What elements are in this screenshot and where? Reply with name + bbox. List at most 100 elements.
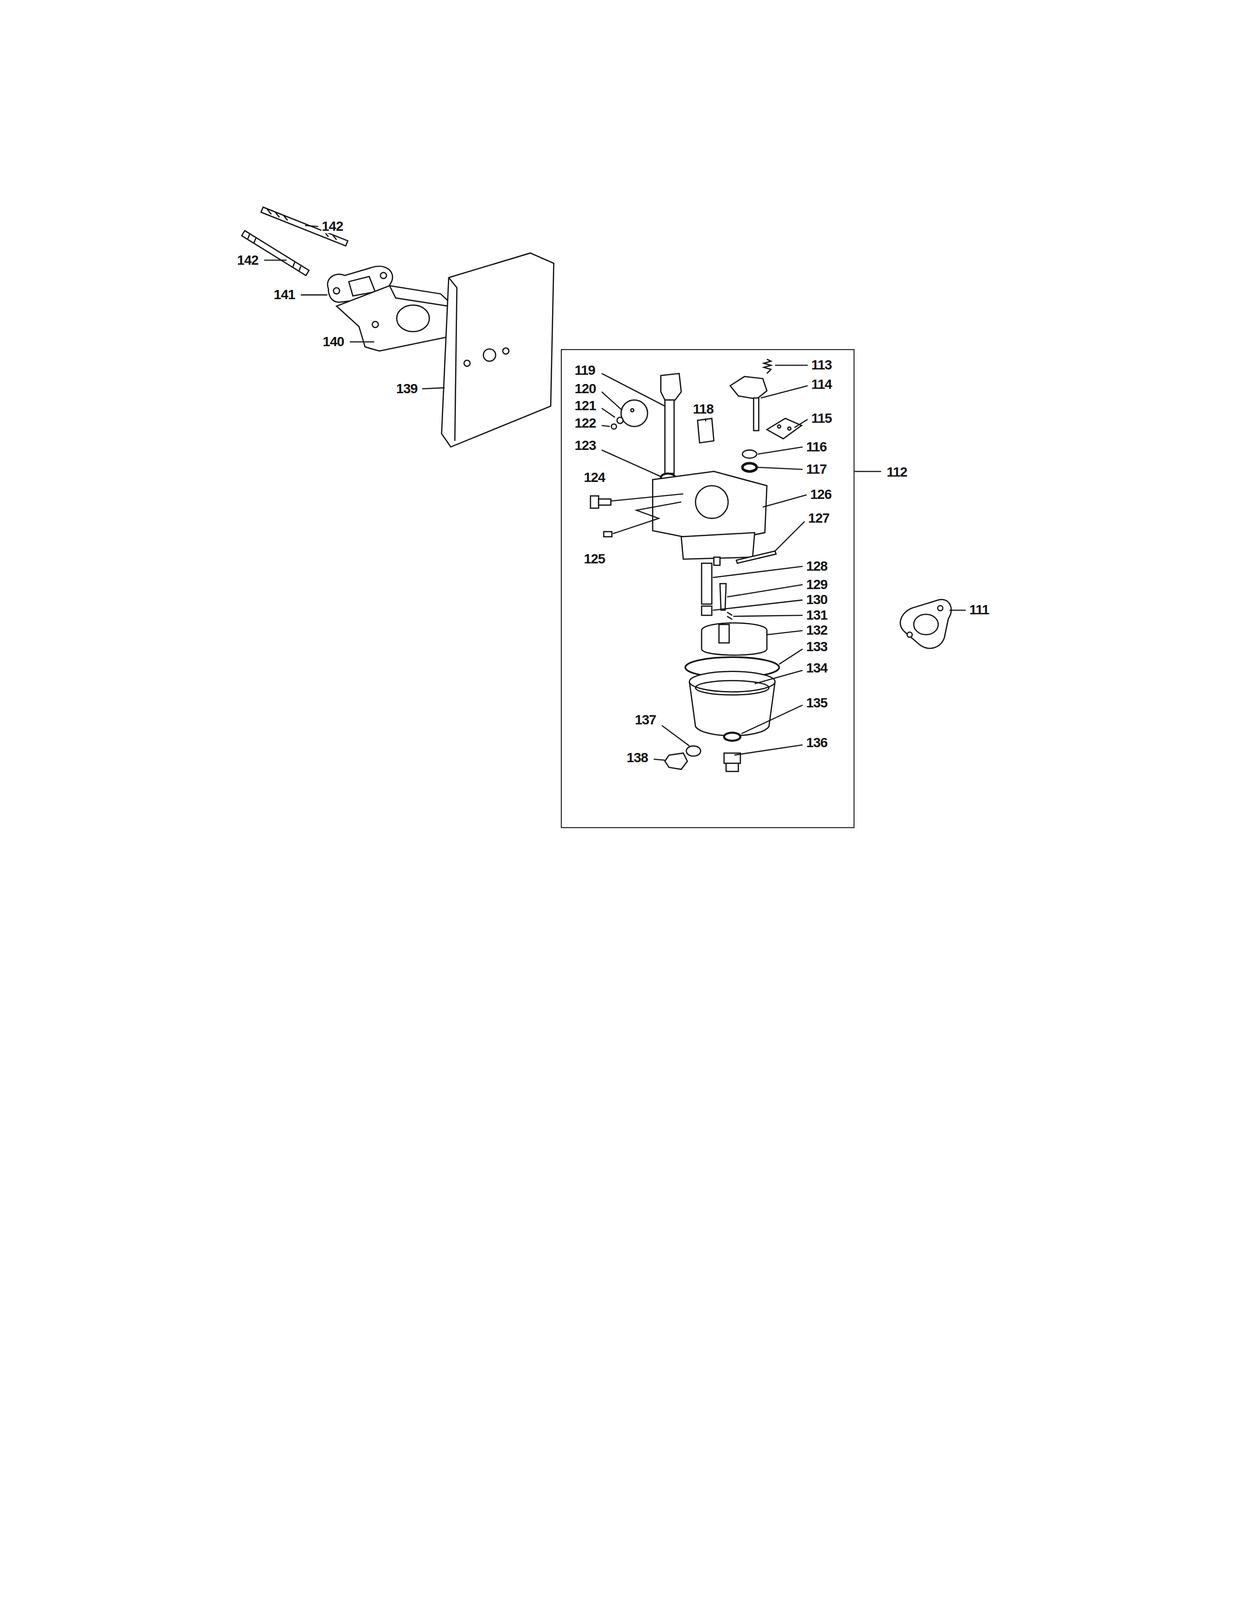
washer xyxy=(724,732,741,741)
screw-hole xyxy=(787,427,791,430)
callout-number: 130 xyxy=(805,592,828,607)
jet xyxy=(701,605,713,616)
callout-number: 140 xyxy=(322,334,345,349)
part-outline xyxy=(713,566,803,578)
callout-label: 125 xyxy=(583,552,606,566)
part-outline xyxy=(757,446,803,455)
callout-label: 130 xyxy=(805,592,828,607)
callout-label: 140 xyxy=(322,334,345,349)
part-outline xyxy=(612,501,682,534)
choke-shaft xyxy=(665,399,675,474)
callout-number: 113 xyxy=(810,358,833,372)
callout-number: 114 xyxy=(810,377,833,392)
part-outline xyxy=(766,630,803,635)
part-outline xyxy=(653,759,666,761)
gasket-opening xyxy=(913,614,938,635)
callout-number: 132 xyxy=(805,623,828,637)
part-outline xyxy=(601,408,615,418)
callout-number: 121 xyxy=(574,398,597,413)
callout-number: 119 xyxy=(574,363,596,378)
part-outline xyxy=(734,744,803,755)
bolt-shaft xyxy=(726,762,739,772)
callout-label: 121 xyxy=(574,398,597,413)
float-pin xyxy=(736,550,777,563)
callout-label: 141 xyxy=(273,287,296,302)
part-outline xyxy=(760,385,809,398)
callout-number: 142 xyxy=(236,253,259,268)
part-outline xyxy=(301,294,328,296)
callout-label: 131 xyxy=(805,608,828,622)
plate-fold xyxy=(448,277,458,441)
drain-plug xyxy=(665,752,688,770)
part-outline xyxy=(854,470,882,472)
callout-number: 116 xyxy=(805,440,827,454)
spacer-edge xyxy=(389,285,449,306)
carburetor-bore xyxy=(695,485,729,519)
part-outline xyxy=(264,259,287,261)
throttle-lever xyxy=(729,376,767,399)
part-outline xyxy=(778,649,803,665)
part-outline xyxy=(601,449,661,477)
screw-shaft xyxy=(598,498,611,506)
carburetor-base xyxy=(681,532,755,560)
screw xyxy=(617,417,624,424)
part-outline xyxy=(733,615,803,617)
part-outline xyxy=(705,418,707,422)
part-outline xyxy=(422,387,445,389)
spacer xyxy=(336,285,454,351)
callout-label: 116 xyxy=(805,440,827,454)
part-outline xyxy=(775,364,808,366)
plate-hole xyxy=(483,348,496,362)
carburetor-body xyxy=(652,471,768,543)
callout-number: 134 xyxy=(805,661,828,675)
callout-label: 115 xyxy=(810,411,833,426)
callout-number: 118 xyxy=(692,402,714,416)
part-outline xyxy=(661,725,690,746)
callout-label: 120 xyxy=(574,381,597,396)
callout-label: 127 xyxy=(807,511,830,525)
parts-drawing xyxy=(241,206,952,772)
washer xyxy=(742,449,757,459)
callout-label: 119 xyxy=(574,363,596,378)
part-outline xyxy=(757,467,803,470)
callout-number: 125 xyxy=(583,552,606,566)
bolt-hole xyxy=(372,321,379,328)
plate-hole xyxy=(502,348,509,355)
bolt-hole xyxy=(937,605,944,611)
part-outline xyxy=(727,584,803,597)
throttle-shaft xyxy=(753,397,760,431)
seal-ring xyxy=(742,462,757,472)
callout-number: 115 xyxy=(810,411,833,426)
callout-number: 136 xyxy=(805,735,828,750)
callout-number: 123 xyxy=(574,438,597,453)
callout-label: 114 xyxy=(810,377,833,392)
callout-label: 128 xyxy=(805,559,828,573)
gasket xyxy=(900,599,952,649)
callout-number: 129 xyxy=(805,577,828,592)
callout-number: 133 xyxy=(805,639,828,654)
clip xyxy=(727,612,733,620)
leader-lines xyxy=(264,225,967,761)
part-outline xyxy=(741,704,803,734)
callout-label: 132 xyxy=(805,623,828,637)
part-outline xyxy=(304,225,318,227)
callout-label: 111 xyxy=(968,602,990,617)
screw-hole xyxy=(777,425,781,428)
spacer-bore xyxy=(396,304,429,332)
washer-small xyxy=(611,423,617,429)
part-outline xyxy=(601,373,665,406)
callout-number: 111 xyxy=(968,602,990,617)
callout-number: 126 xyxy=(809,487,833,502)
choke-plate xyxy=(620,399,648,427)
callout-label: 139 xyxy=(395,381,418,396)
carburetor-post xyxy=(713,556,721,566)
part-outline xyxy=(601,425,610,427)
callout-number: 127 xyxy=(807,511,830,525)
part-outline xyxy=(610,493,683,502)
choke-lever xyxy=(660,373,682,400)
callout-label: 142 xyxy=(321,219,344,234)
callout-label: 134 xyxy=(805,661,828,675)
part-outline xyxy=(775,521,805,551)
